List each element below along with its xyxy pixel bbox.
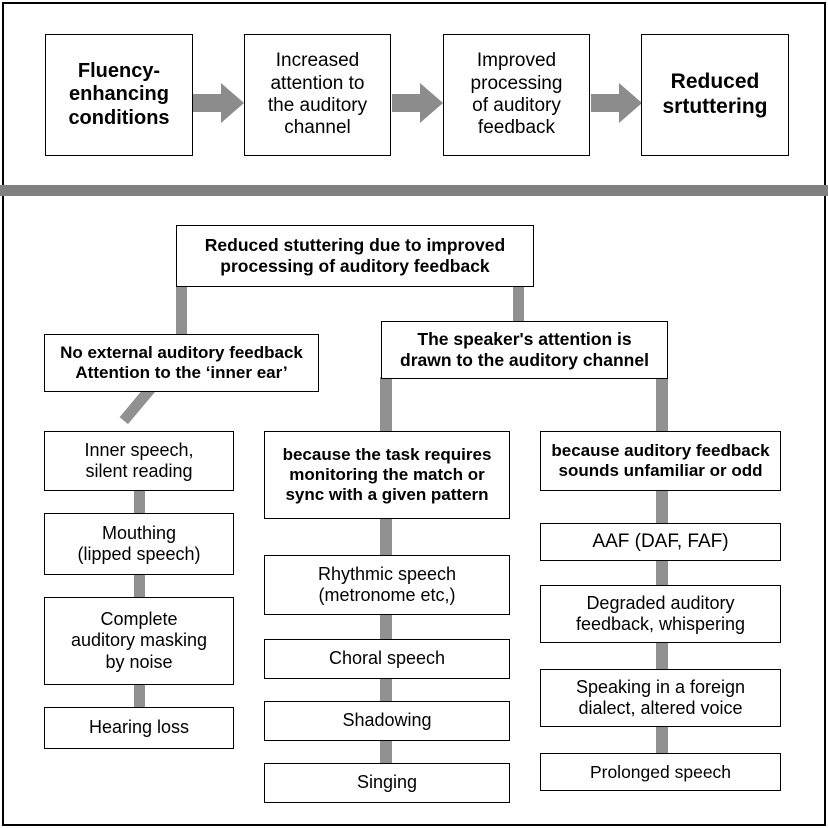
node-because-auditory-feedback-unfamiliar[interactable]: because auditory feedback sounds unfamil… (540, 431, 781, 491)
node-complete-auditory-masking[interactable]: Complete auditory masking by noise (44, 597, 234, 685)
node-singing[interactable]: Singing (264, 763, 510, 803)
node-rhythmic-speech[interactable]: Rhythmic speech (metronome etc,) (264, 555, 510, 615)
node-choral-speech[interactable]: Choral speech (264, 639, 510, 679)
node-prolonged-speech[interactable]: Prolonged speech (540, 753, 781, 791)
node-inner-speech[interactable]: Inner speech, silent reading (44, 431, 234, 491)
connector-speaker-to-middle (380, 377, 392, 431)
node-mouthing[interactable]: Mouthing (lipped speech) (44, 513, 234, 575)
connector-root-to-left (176, 285, 187, 335)
node-hearing-loss[interactable]: Hearing loss (44, 707, 234, 749)
node-reduced-srtuttering[interactable]: Reduced srtuttering (641, 34, 789, 156)
node-speakers-attention-drawn[interactable]: The speaker's attention is drawn to the … (381, 321, 668, 379)
node-reduced-stuttering-root[interactable]: Reduced stuttering due to improved proce… (176, 225, 534, 287)
node-no-external-auditory-feedback[interactable]: No external auditory feedback Attention … (44, 334, 319, 392)
section-divider-bar (0, 185, 828, 196)
arrow-3-icon (591, 83, 642, 123)
node-fluency-enhancing-conditions[interactable]: Fluency- enhancing conditions (45, 34, 193, 156)
node-aaf-daf-faf[interactable]: AAF (DAF, FAF) (540, 523, 781, 561)
connector-right-1 (656, 489, 668, 523)
node-increased-attention[interactable]: Increased attention to the auditory chan… (244, 34, 391, 156)
node-because-task-requires[interactable]: because the task requires monitoring the… (264, 431, 510, 519)
connector-left-3 (134, 683, 145, 707)
connector-middle-3 (380, 677, 392, 701)
arrow-2-icon (392, 83, 443, 123)
connector-right-4 (656, 725, 668, 753)
arrow-1-icon (193, 83, 244, 123)
connector-right-2 (656, 559, 668, 585)
node-shadowing[interactable]: Shadowing (264, 701, 510, 741)
connector-right-3 (656, 641, 668, 669)
connector-root-to-right (513, 285, 524, 330)
connector-middle-2 (380, 613, 392, 639)
node-degraded-auditory-feedback[interactable]: Degraded auditory feedback, whispering (540, 585, 781, 643)
connector-left-1 (134, 489, 145, 513)
connector-speaker-to-right (656, 377, 668, 431)
node-speaking-foreign-dialect[interactable]: Speaking in a foreign dialect, altered v… (540, 669, 781, 727)
connector-middle-4 (380, 739, 392, 763)
connector-left-2 (134, 573, 145, 597)
connector-middle-1 (380, 517, 392, 555)
node-improved-processing[interactable]: Improved processing of auditory feedback (443, 34, 590, 156)
